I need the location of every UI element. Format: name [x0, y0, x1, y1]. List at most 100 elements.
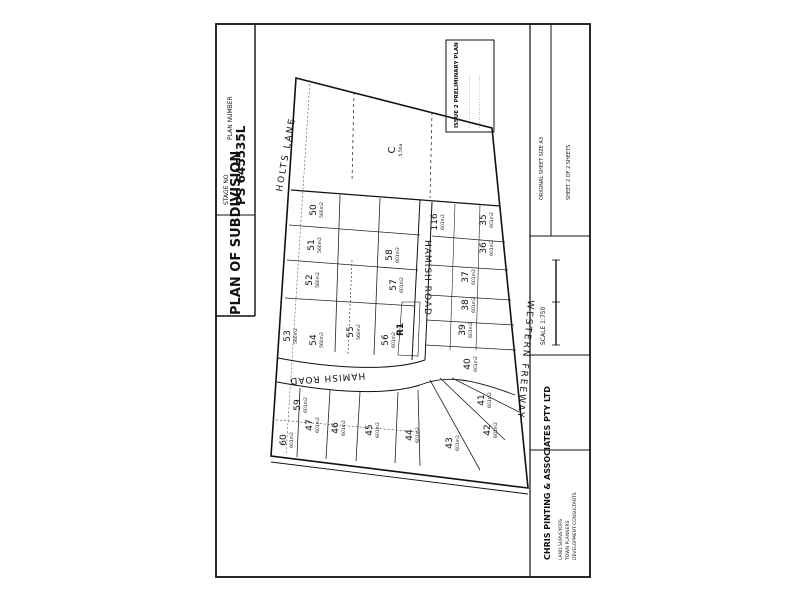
road-edge: [270, 77, 297, 457]
lot-number: 52: [305, 274, 315, 285]
preliminary-note-text: . . . . . . . . . . . . . . . . . . . . …: [476, 76, 481, 128]
lot-area: 601m2: [493, 422, 499, 438]
southern-boundary: [270, 461, 529, 495]
lot-number: 51: [307, 239, 317, 250]
lot-area: 560m2: [315, 272, 321, 288]
lot-area: 601m2: [471, 269, 477, 285]
hamish-road-curve: [276, 381, 421, 393]
preliminary-note: ISSUE 2 PRELIMINARY PLAN: [454, 42, 460, 128]
lot-area: 601m2: [489, 212, 495, 228]
lot-number: 50: [309, 204, 319, 216]
lot-area: 601m2: [487, 392, 493, 408]
lot-number: 40: [463, 358, 473, 370]
lot-line: [449, 203, 456, 351]
lot-number: C: [387, 146, 398, 153]
lot-area: 560m2: [319, 332, 325, 348]
lot-number: 54: [309, 334, 319, 346]
lot-area: 601m2: [471, 297, 477, 313]
lot-line: [427, 294, 512, 301]
reserve-label: R1: [396, 323, 406, 336]
lot-number: 116: [430, 213, 440, 230]
lot-area: 601m2: [399, 277, 405, 293]
lot-area: 601m2: [315, 417, 321, 433]
lot-area: 601m2: [303, 397, 309, 413]
lot-area: 601m2: [489, 240, 495, 256]
lot-area: 601m2: [341, 420, 347, 436]
lot-number: 36: [479, 242, 489, 254]
road-label-holts-lane: HOLTS LANE: [275, 116, 298, 192]
firm-name: CHRIS PINTING & ASSOCIATES PTY LTD: [543, 386, 552, 560]
lot-number: 60: [279, 434, 289, 446]
lot-number: 37: [461, 271, 471, 282]
lot-line: [288, 224, 421, 236]
lot-area: 601m2: [455, 435, 461, 451]
lot-number: 57: [389, 279, 399, 290]
lot-area: 560m2: [317, 237, 323, 253]
lot-number: 56: [381, 334, 391, 346]
lot-number: 46: [331, 422, 341, 434]
lot-line: [284, 297, 416, 307]
lot-area: 601m2: [289, 432, 295, 448]
lot-line: [394, 391, 399, 464]
lot-number: 55: [346, 326, 356, 337]
lot-line: [439, 377, 506, 441]
plan-number: PS 645535L: [234, 125, 248, 205]
court-curve: [419, 378, 516, 396]
lot-c-boundary: [351, 91, 355, 183]
reserve-r1: [397, 301, 421, 357]
lot-line: [451, 377, 520, 413]
lot-area: 601m2: [468, 322, 474, 338]
hamish-road-edge: [424, 201, 433, 361]
lot-area: 560m2: [356, 324, 362, 340]
lot-number: 42: [483, 424, 493, 435]
lot-line: [429, 379, 481, 471]
title-block-note: ORIGINAL SHEET SIZE A3: [539, 137, 545, 200]
stage-boundary: [290, 189, 501, 207]
lot-line: [417, 389, 421, 467]
lot-number: 39: [458, 324, 468, 336]
lot-line: [425, 319, 515, 326]
lot-area: 601m2: [473, 356, 479, 372]
lot-line: [286, 259, 419, 271]
lot-number: 41: [477, 394, 487, 405]
lot-line: [475, 204, 481, 351]
lot-number: 35: [479, 214, 489, 225]
lot-line: [296, 387, 301, 458]
lot-number: 45: [365, 424, 375, 435]
plan-number-label: PLAN NUMBER: [227, 96, 234, 140]
firm-detail: TOWN PLANNERS: [565, 520, 571, 561]
lot-area: 560m2: [319, 202, 325, 218]
lot-line: [431, 235, 506, 243]
lot-area: 601m2: [391, 332, 397, 348]
lot-number: 43: [445, 437, 455, 448]
firm-detail: LAND SURVEYORS: [558, 519, 564, 560]
lot-number: 47: [305, 419, 315, 430]
lot-line: [424, 344, 517, 351]
sheet-border: [215, 23, 591, 578]
lot-line: [355, 391, 361, 462]
stage-label: STAGE NO: [223, 174, 230, 205]
